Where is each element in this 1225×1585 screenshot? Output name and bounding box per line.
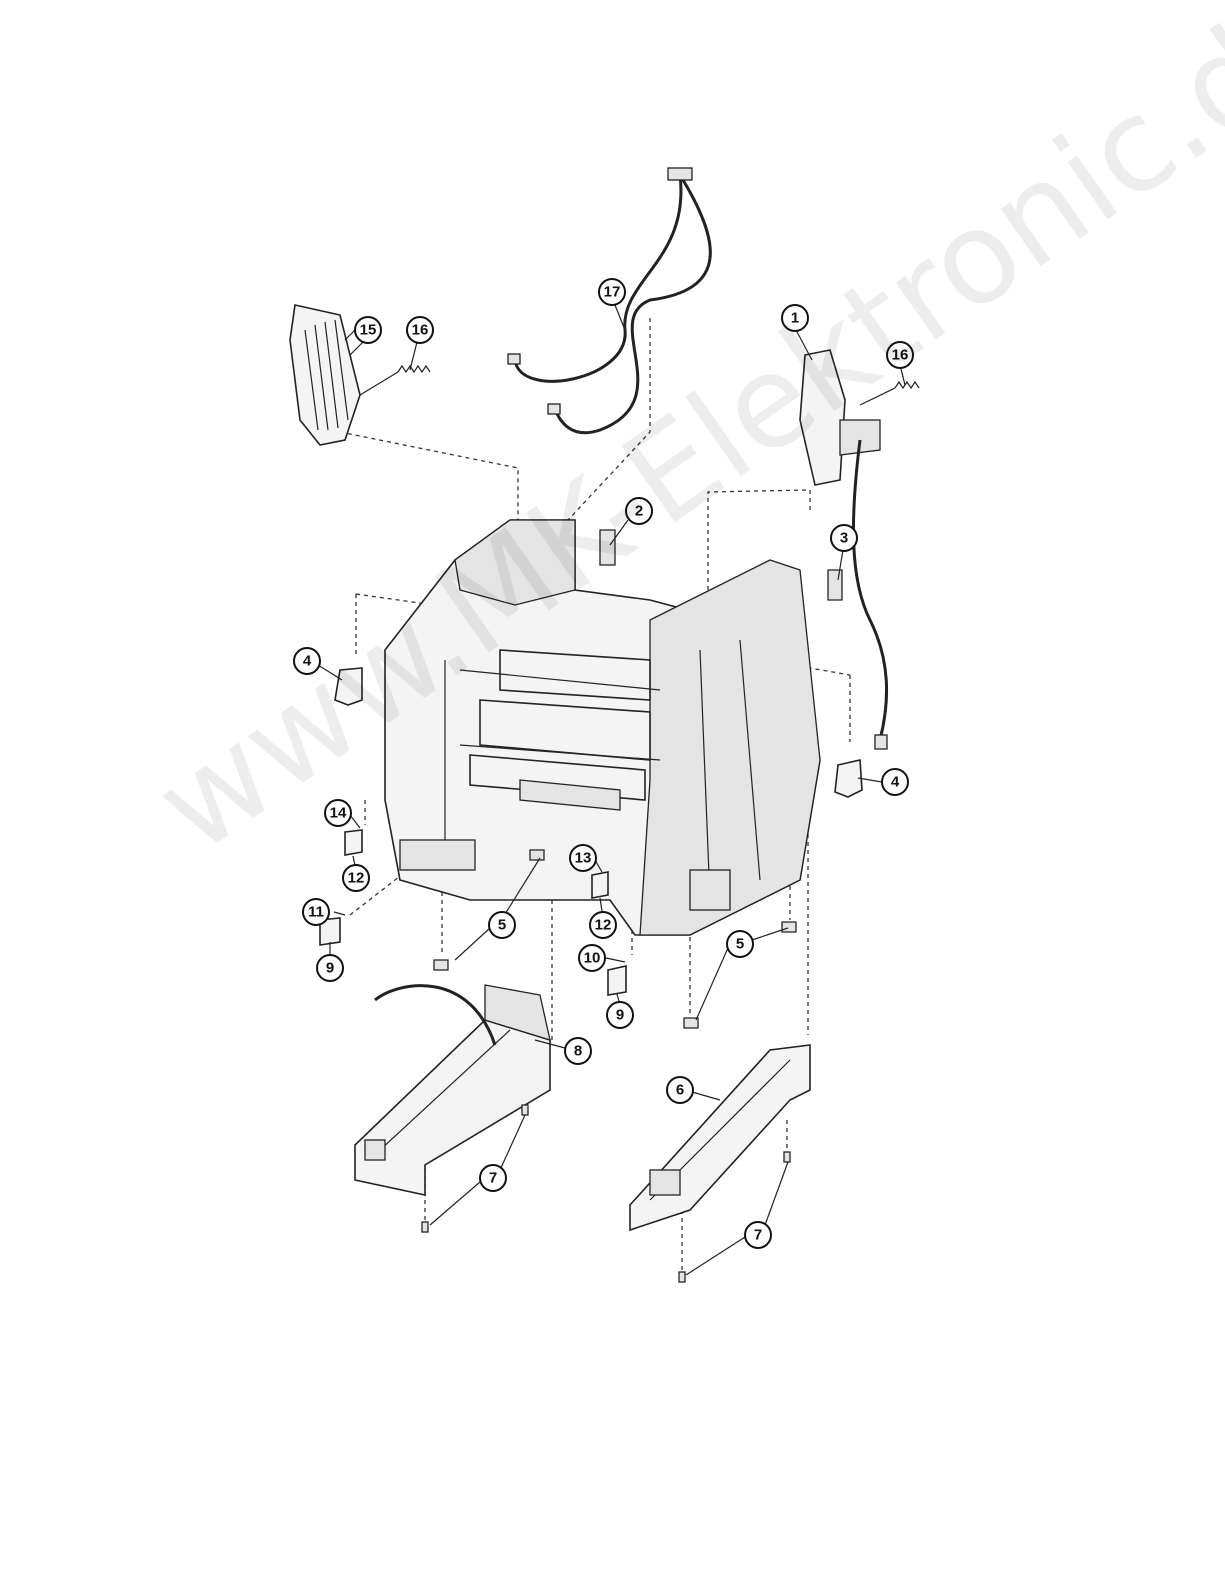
callout-5-right: 5: [727, 931, 753, 957]
callout-5-right-label: 5: [736, 936, 744, 953]
spring-16-left: [360, 366, 430, 395]
callout-14-label: 14: [330, 805, 347, 822]
callout-9-left-label: 9: [326, 960, 334, 977]
callout-9-left: 9: [317, 955, 343, 981]
callout-16-left: 16: [407, 317, 433, 343]
callout-17: 17: [599, 279, 625, 305]
callout-16-right: 16: [887, 342, 913, 368]
callout-13-label: 13: [575, 850, 592, 867]
callout-9-right: 9: [607, 1002, 633, 1028]
callout-16-right-label: 16: [892, 347, 909, 364]
callout-12-left-label: 12: [348, 870, 365, 887]
callout-16-left-label: 16: [412, 322, 429, 339]
callout-9-right-label: 9: [616, 1007, 624, 1024]
callout-7-right-label: 7: [754, 1227, 762, 1244]
callout-3-label: 3: [840, 530, 848, 547]
callout-3: 3: [831, 525, 857, 551]
callout-12-right: 12: [590, 912, 616, 938]
callout-14: 14: [325, 800, 351, 826]
left-side-cover-15: [290, 305, 360, 445]
callout-17-label: 17: [604, 284, 621, 301]
callout-10-label: 10: [584, 950, 601, 967]
callout-13: 13: [570, 845, 596, 871]
callout-12-right-label: 12: [595, 917, 612, 934]
callout-12-left: 12: [343, 865, 369, 891]
callout-5-left-label: 5: [498, 917, 506, 934]
callout-6: 6: [667, 1077, 693, 1103]
callout-7-right: 7: [745, 1222, 771, 1248]
callout-4-left: 4: [294, 648, 320, 674]
callout-2: 2: [626, 498, 652, 524]
callout-7-left: 7: [480, 1165, 506, 1191]
callout-6-label: 6: [676, 1082, 684, 1099]
callout-11: 11: [303, 899, 329, 925]
callout-7-left-label: 7: [489, 1170, 497, 1187]
callout-11-label: 11: [308, 904, 324, 921]
callout-8-label: 8: [574, 1043, 582, 1060]
spring-16-right: [860, 382, 919, 405]
callout-15: 15: [355, 317, 381, 343]
callout-1: 1: [782, 305, 808, 331]
bracket-2: [600, 530, 615, 565]
callout-4-right: 4: [882, 769, 908, 795]
callout-4-right-label: 4: [891, 774, 900, 791]
callout-1-label: 1: [791, 310, 799, 327]
latch-9-right: [608, 966, 626, 995]
clip-4-left: [335, 668, 362, 705]
callout-2-label: 2: [635, 503, 643, 520]
latch-12-right: [592, 872, 608, 898]
bracket-3: [828, 570, 842, 600]
callout-15-label: 15: [360, 322, 377, 339]
callout-4-left-label: 4: [303, 653, 312, 670]
callout-10: 10: [579, 945, 605, 971]
right-base-unit-6: [630, 1045, 810, 1230]
left-base-unit-8: [355, 985, 550, 1195]
callout-5-left: 5: [489, 912, 515, 938]
callout-8: 8: [565, 1038, 591, 1064]
latch-12-left: [345, 830, 362, 855]
